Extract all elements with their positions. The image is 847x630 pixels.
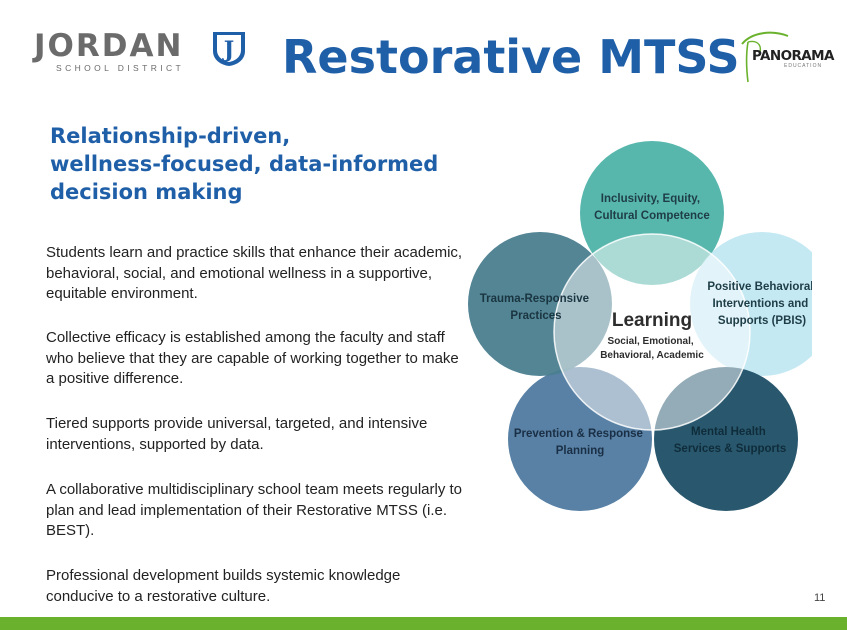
paragraph-school-team: A collaborative multidisciplinary school… bbox=[46, 481, 463, 539]
bottom-accent-bar bbox=[0, 617, 847, 630]
panorama-tagline: EDUCATION bbox=[784, 63, 823, 69]
subtitle-line: wellness-focused, data-informed bbox=[50, 152, 439, 176]
shield-letter: J bbox=[222, 37, 234, 63]
jordan-logo-wordmark: JORDAN bbox=[34, 28, 184, 64]
jordan-school-district-logo: JORDAN SCHOOL DISTRICT J bbox=[34, 28, 254, 76]
paragraph-professional-development: Professional development builds systemic… bbox=[46, 567, 401, 605]
paragraph-collective-efficacy: Collective efficacy is established among… bbox=[46, 329, 459, 387]
panorama-leaf-icon bbox=[741, 31, 789, 83]
center-circle bbox=[553, 233, 751, 431]
subtitle-line: Relationship-driven, bbox=[50, 124, 291, 148]
center-title: Learning bbox=[612, 310, 692, 331]
page-title: Restorative MTSS bbox=[282, 30, 740, 84]
panorama-wordmark: PANORAMA bbox=[752, 48, 834, 64]
center-subtitle: Social, Emotional, Behavioral, Academic bbox=[600, 336, 704, 361]
jordan-logo-tagline: SCHOOL DISTRICT bbox=[56, 63, 185, 73]
jordan-shield-icon: J bbox=[213, 32, 245, 66]
petal-label-mental-health: Mental Health Services & Supports bbox=[674, 426, 786, 455]
mtss-flower-diagram: Inclusivity, Equity, Cultural Competence… bbox=[468, 141, 812, 511]
panorama-education-logo: PANORAMA EDUCATION bbox=[738, 30, 842, 86]
petal-label-inclusivity: Inclusivity, Equity, Cultural Competence bbox=[594, 193, 710, 222]
petal-label-trauma: Trauma-Responsive Practices bbox=[480, 293, 593, 322]
paragraph-students: Students learn and practice skills that … bbox=[46, 244, 463, 302]
petal-label-pbis: Positive Behavioral Interventions and Su… bbox=[707, 281, 812, 327]
page-number: 11 bbox=[814, 592, 826, 604]
subtitle-line: decision making bbox=[50, 180, 243, 204]
petal-label-prevention: Prevention & Response Planning bbox=[514, 428, 646, 457]
paragraph-tiered-supports: Tiered supports provide universal, targe… bbox=[46, 415, 428, 453]
subtitle: Relationship-driven, wellness-focused, d… bbox=[50, 122, 470, 206]
